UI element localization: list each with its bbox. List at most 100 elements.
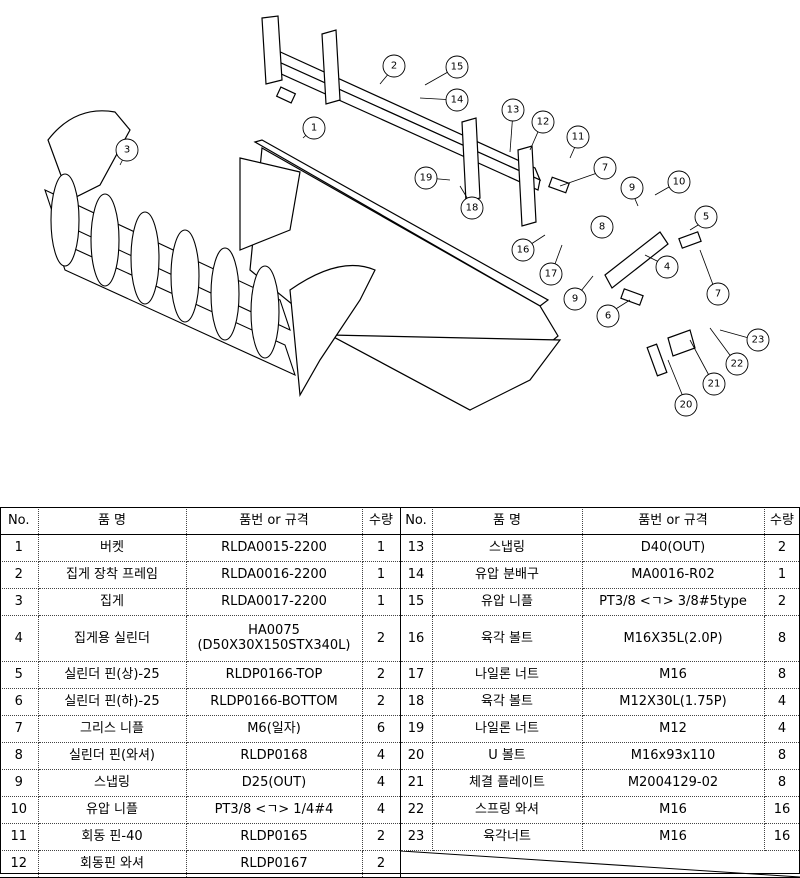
callout-7b: 7 — [706, 282, 730, 306]
cell-name: 체결 플레이트 — [432, 769, 583, 797]
svg-text:15: 15 — [451, 62, 464, 73]
cell-spec: M16X35L(2.0P) — [582, 615, 765, 662]
cell-qty: 1 — [362, 588, 401, 616]
cell-spec: HA0075(D50X30X150STX340L) — [186, 615, 363, 662]
callout-12: 12 — [531, 110, 555, 134]
svg-text:16: 16 — [517, 245, 530, 256]
callout-11: 11 — [566, 125, 590, 149]
callout-7a: 7 — [593, 156, 617, 180]
cell-no: 7 — [0, 715, 39, 743]
svg-text:23: 23 — [752, 335, 765, 346]
cell-name: 유압 니플 — [38, 796, 187, 824]
cell-spec: M16 — [582, 661, 765, 689]
callout-2: 2 — [382, 54, 406, 78]
cell-qty: 2 — [764, 534, 800, 562]
callout-bubbles: 1 2 3 4 5 6 7 7 8 9 9 10 11 12 13 14 15 … — [115, 54, 770, 417]
cell-no: 6 — [0, 688, 39, 716]
col-no: No. — [0, 507, 39, 535]
svg-text:2: 2 — [391, 61, 397, 72]
col-name-2: 품 명 — [432, 507, 583, 535]
cell-name: 회동 핀-40 — [38, 823, 187, 851]
cell-spec: RLDP0168 — [186, 742, 363, 770]
cell-name: 스냅링 — [432, 534, 583, 562]
svg-text:13: 13 — [507, 105, 520, 116]
cell-spec: PT3/8 <ㄱ> 1/4#4 — [186, 796, 363, 824]
cell-no: 1 — [0, 534, 39, 562]
svg-text:6: 6 — [605, 311, 611, 322]
callout-14: 14 — [445, 88, 469, 112]
cell-qty: 8 — [764, 742, 800, 770]
cell-qty: 2 — [362, 823, 401, 851]
col-name: 품 명 — [38, 507, 187, 535]
cell-spec: RLDP0166-TOP — [186, 661, 363, 689]
cell-qty: 4 — [362, 742, 401, 770]
cell-no: 5 — [0, 661, 39, 689]
cell-qty: 2 — [362, 850, 401, 878]
cell-spec: RLDA0016-2200 — [186, 561, 363, 589]
cell-no: 18 — [400, 688, 433, 716]
cell-qty: 1 — [362, 561, 401, 589]
cell-qty: 4 — [764, 688, 800, 716]
svg-text:4: 4 — [664, 262, 670, 273]
cell-no: 17 — [400, 661, 433, 689]
cell-qty: 4 — [764, 715, 800, 743]
cell-no: 15 — [400, 588, 433, 616]
exploded-assembly-drawing: 1 2 3 4 5 6 7 7 8 9 9 10 11 12 13 14 15 … — [44, 15, 770, 417]
svg-text:14: 14 — [451, 95, 464, 106]
svg-text:21: 21 — [708, 379, 721, 390]
callout-1: 1 — [302, 116, 326, 140]
callout-10: 10 — [667, 170, 691, 194]
cell-no: 12 — [0, 850, 39, 878]
col-qty-2: 수량 — [764, 507, 800, 535]
cell-qty: 2 — [362, 661, 401, 689]
cell-qty: 2 — [764, 588, 800, 616]
callout-19: 19 — [414, 166, 438, 190]
callout-8: 8 — [590, 215, 614, 239]
svg-text:10: 10 — [673, 177, 686, 188]
cell-no: 11 — [0, 823, 39, 851]
cell-spec: RLDP0166-BOTTOM — [186, 688, 363, 716]
cell-no: 8 — [0, 742, 39, 770]
cell-no: 14 — [400, 561, 433, 589]
cell-qty: 2 — [362, 688, 401, 716]
svg-text:3: 3 — [124, 145, 130, 156]
svg-text:7: 7 — [715, 289, 721, 300]
cell-no: 2 — [0, 561, 39, 589]
svg-text:8: 8 — [599, 222, 605, 233]
cell-name: 스프링 와셔 — [432, 796, 583, 824]
cell-name: 육각 볼트 — [432, 615, 583, 662]
cell-name: U 볼트 — [432, 742, 583, 770]
callout-9b: 9 — [563, 287, 587, 311]
cell-spec: M16 — [582, 796, 765, 824]
cell-qty: 8 — [764, 615, 800, 662]
cell-qty: 1 — [362, 534, 401, 562]
cell-spec: M16x93x110 — [582, 742, 765, 770]
cell-name: 집게 장착 프레임 — [38, 561, 187, 589]
cell-name: 나일론 너트 — [432, 715, 583, 743]
cell-qty: 1 — [764, 561, 800, 589]
cell-qty: 4 — [362, 796, 401, 824]
cell-name: 유압 분배구 — [432, 561, 583, 589]
svg-text:9: 9 — [572, 294, 578, 305]
cell-name: 버켓 — [38, 534, 187, 562]
cell-name: 육각너트 — [432, 823, 583, 851]
cell-spec: D40(OUT) — [582, 534, 765, 562]
col-spec: 품번 or 규격 — [186, 507, 363, 535]
cell-name: 나일론 너트 — [432, 661, 583, 689]
cell-name: 회동핀 와셔 — [38, 850, 187, 878]
cell-name: 실린더 핀(하)-25 — [38, 688, 187, 716]
callout-20: 20 — [674, 393, 698, 417]
cell-spec: D25(OUT) — [186, 769, 363, 797]
cell-name: 실린더 핀(와셔) — [38, 742, 187, 770]
parts-list-table: No. 품 명 품번 or 규격 수량 No. 품 명 품번 or 규격 수량 … — [0, 507, 800, 878]
svg-text:17: 17 — [545, 269, 558, 280]
callout-16: 16 — [511, 238, 535, 262]
cell-qty: 6 — [362, 715, 401, 743]
